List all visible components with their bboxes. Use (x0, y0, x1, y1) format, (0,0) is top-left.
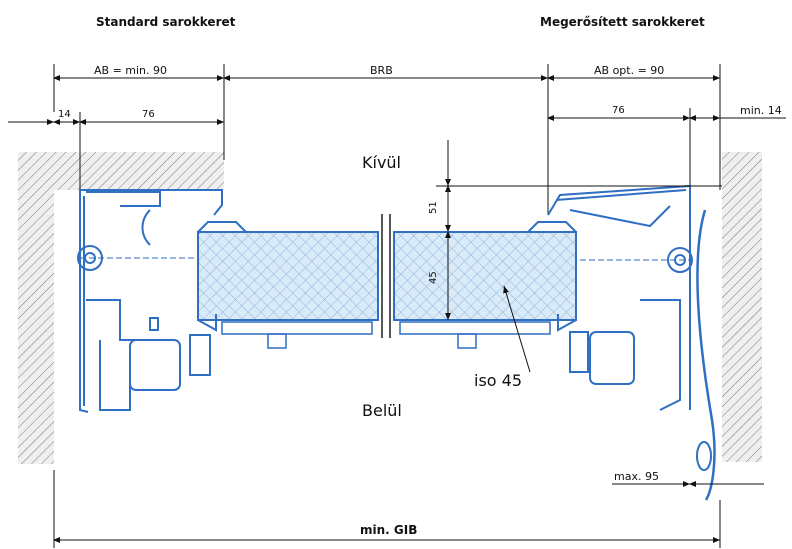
dim-left-76: 76 (142, 109, 155, 120)
right-wall (722, 152, 762, 462)
top-dimension-line (53, 64, 721, 215)
iso-leader (503, 285, 531, 373)
left-wall (18, 152, 54, 464)
dim-ab-opt: AB opt. = 90 (594, 64, 664, 77)
left-wall-top (18, 152, 224, 190)
vertical-dimension (436, 140, 722, 320)
panel-break-lines (381, 214, 391, 338)
dim-left-14: 14 (58, 109, 71, 120)
dim-min-gib: min. GIB (360, 523, 417, 537)
panel-left-half (197, 231, 379, 321)
dim-brb: BRB (370, 64, 393, 77)
label-outside: Kívül (362, 153, 401, 172)
dim-vert-45: 45 (428, 271, 439, 284)
dim-right-min14: min. 14 (740, 104, 782, 117)
dim-right-76: 76 (612, 105, 625, 116)
right-frame-profile (547, 184, 716, 501)
panel-right-half (393, 231, 577, 321)
title-reinforced-frame: Megerősített sarokkeret (540, 15, 705, 29)
left-frame-profile (77, 189, 223, 413)
door-panel (197, 221, 577, 349)
dim-vert-51: 51 (428, 201, 439, 214)
dim-ab-min: AB = min. 90 (94, 64, 167, 77)
label-inside: Belül (362, 401, 402, 420)
title-standard-frame: Standard sarokkeret (96, 15, 236, 29)
bottom-dimension-line (53, 470, 721, 548)
dim-max95: max. 95 (614, 470, 659, 483)
second-dimension-row (8, 108, 786, 200)
label-iso: iso 45 (474, 371, 522, 390)
